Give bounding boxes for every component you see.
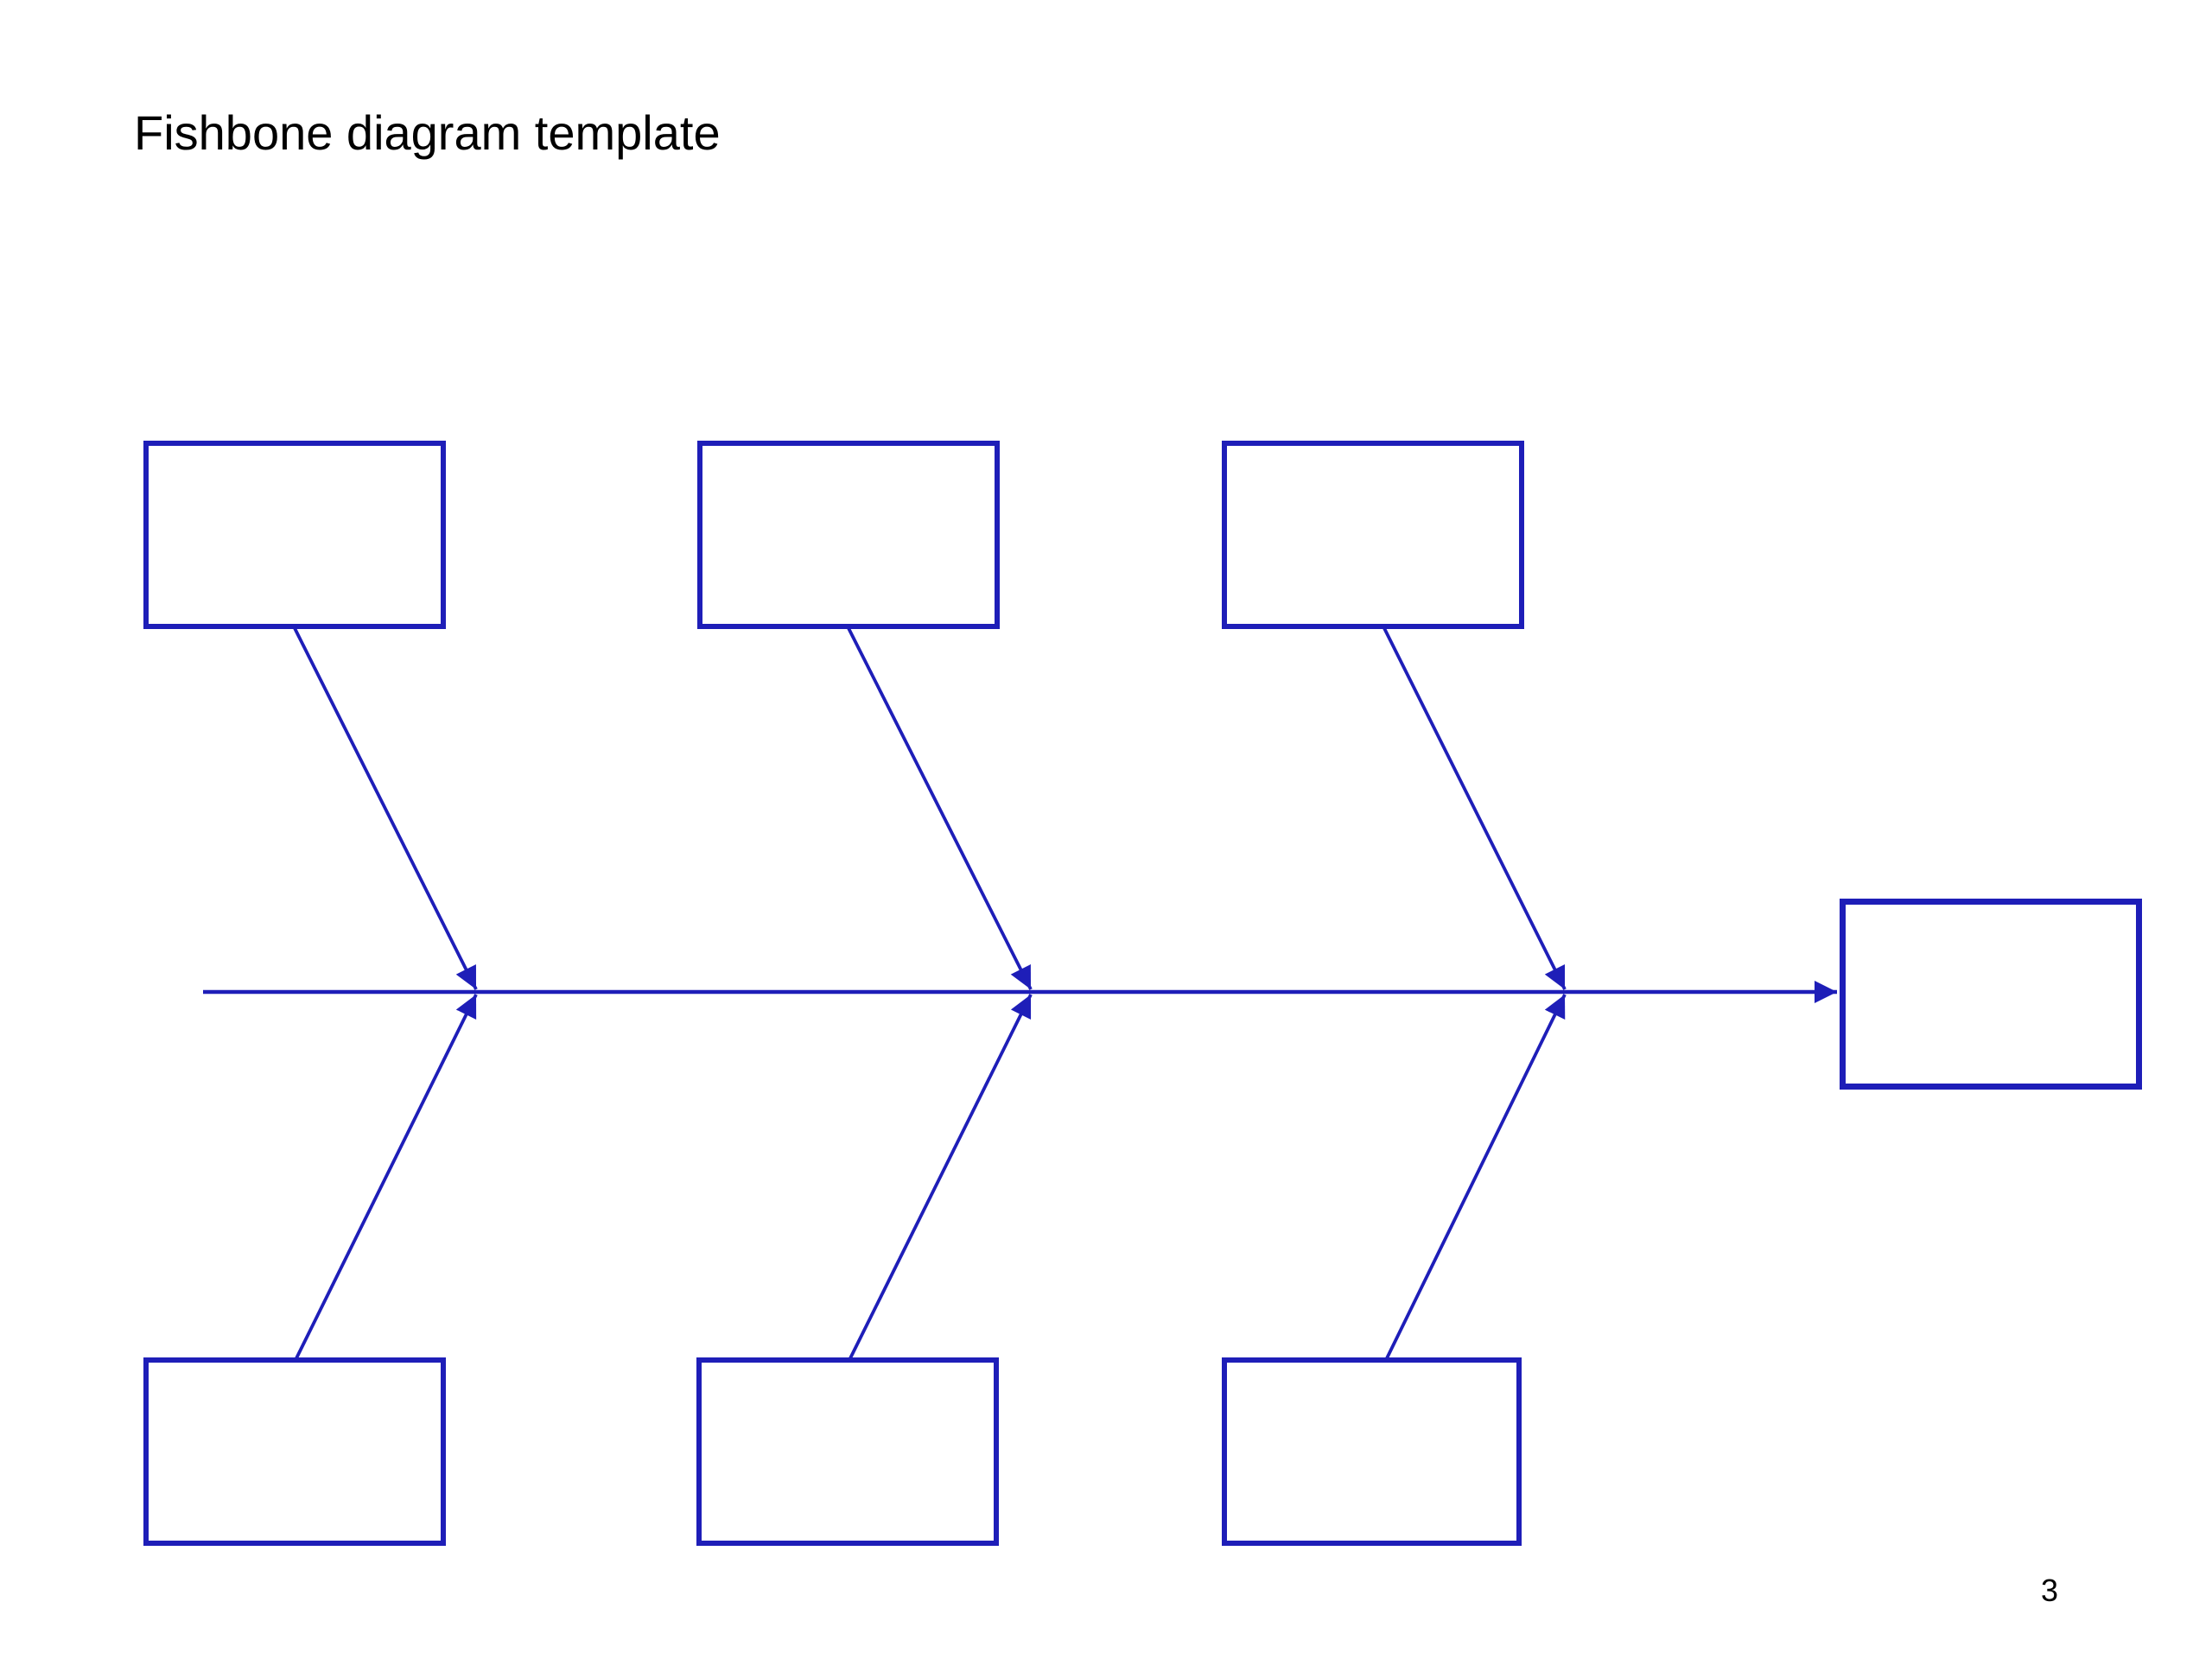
branch-arrow-top-3 <box>1382 627 1567 990</box>
cause-box-bottom-1[interactable] <box>143 1357 446 1546</box>
branch-arrow-top-2 <box>847 627 1033 990</box>
branch-arrow-bottom-2 <box>849 994 1033 1359</box>
page-title: Fishbone diagram template <box>134 105 721 160</box>
page-number: 3 <box>2041 1573 2059 1608</box>
effect-box[interactable] <box>1840 899 2142 1090</box>
cause-box-bottom-2[interactable] <box>696 1357 999 1546</box>
cause-box-top-3[interactable] <box>1222 441 1524 629</box>
cause-box-top-1[interactable] <box>143 441 446 629</box>
branch-arrow-bottom-3 <box>1385 994 1567 1359</box>
branch-arrow-bottom-1 <box>295 994 478 1359</box>
cause-box-top-2[interactable] <box>697 441 1000 629</box>
cause-box-bottom-3[interactable] <box>1222 1357 1522 1546</box>
branch-arrow-top-1 <box>293 627 478 990</box>
